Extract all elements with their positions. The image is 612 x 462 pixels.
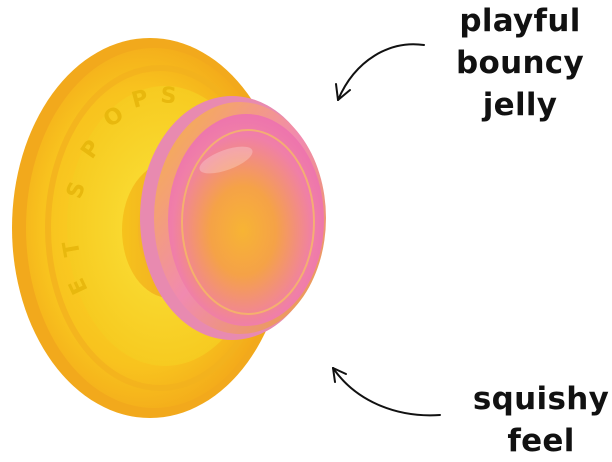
callout-line: playful [459,3,581,39]
grip-top-button [140,96,326,340]
svg-text:T: T [59,239,86,258]
phone-grip-product-image: S P O P S T E [12,38,326,418]
callout-playful-bouncy-jelly: playful bouncy jelly [445,0,595,126]
callout-line: feel [507,423,575,459]
svg-text:P: P [129,85,151,113]
svg-text:S: S [159,83,177,109]
callout-squishy-feel: squishy feel [470,378,612,462]
callout-line: jelly [482,87,558,123]
callout-line: squishy [472,381,610,417]
callout-line: bouncy [455,45,584,81]
